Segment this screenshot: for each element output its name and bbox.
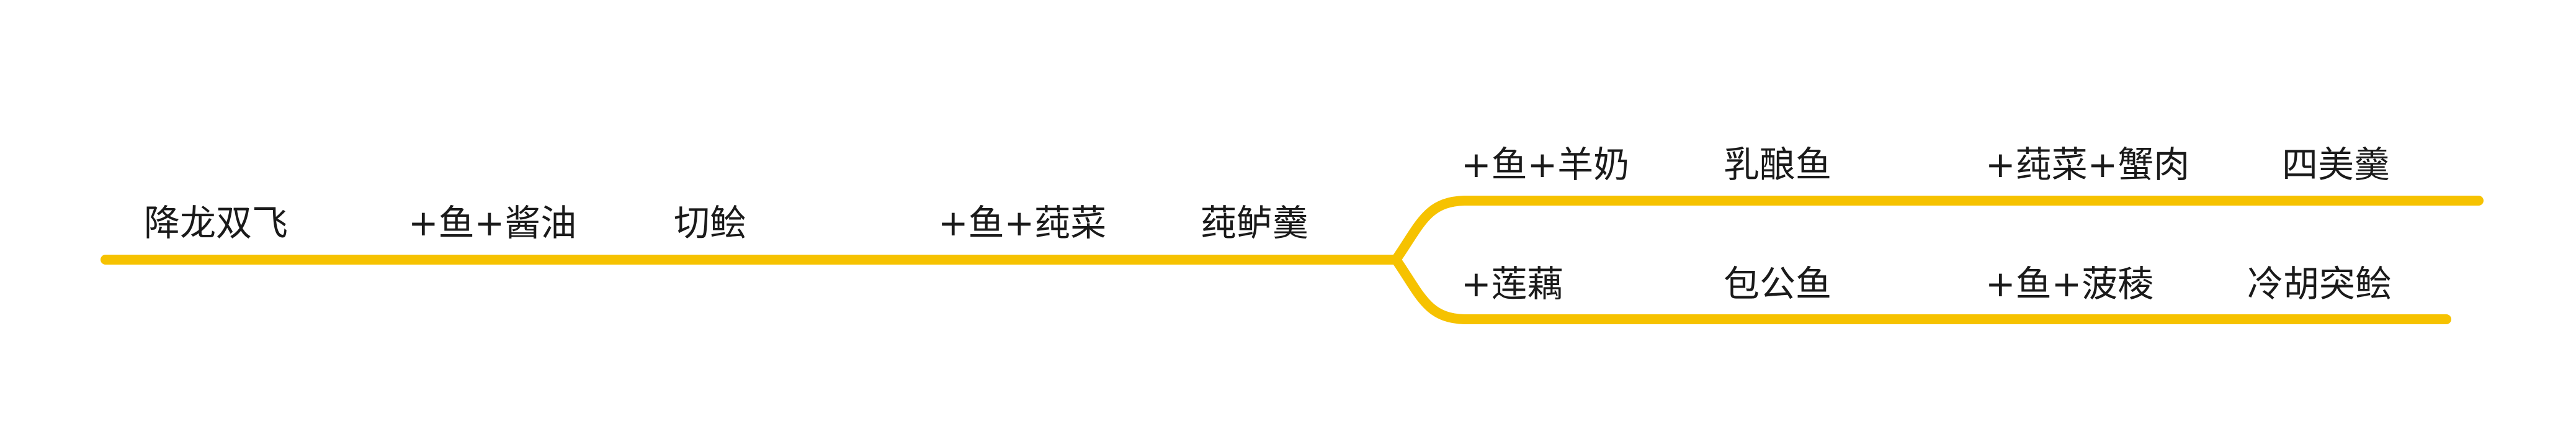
lower-node-1: +莲藕 (1461, 263, 1563, 305)
upper-node-2: 乳酿鱼 (1724, 143, 1832, 186)
upper-node-1: +鱼+羊奶 (1461, 143, 1630, 186)
lower-node-2: 包公鱼 (1724, 263, 1832, 305)
upper-node-4: 四美羹 (2282, 143, 2390, 186)
upper-node-3: +莼菜+蟹肉 (1985, 143, 2190, 186)
main-node-4: +鱼+莼菜 (938, 202, 1107, 244)
main-node-1: 降龙双飞 (144, 202, 288, 244)
main-node-3: 切鲙 (674, 202, 746, 244)
upper-branch-line (1391, 196, 2484, 265)
lower-branch-line (1391, 255, 2451, 324)
main-node-5: 莼鲈羹 (1201, 202, 1309, 244)
lower-node-4: 冷胡突鲙 (2247, 263, 2392, 305)
lower-node-3: +鱼+菠稜 (1985, 263, 2154, 305)
main-node-2: +鱼+酱油 (408, 202, 577, 244)
